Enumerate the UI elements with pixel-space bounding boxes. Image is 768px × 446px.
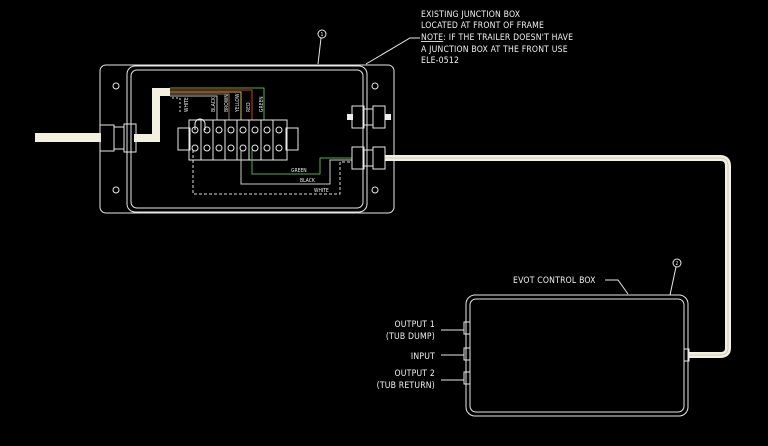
port-output-2-sublabel: (TUB RETURN) xyxy=(377,381,435,391)
terminal-screw xyxy=(203,144,211,152)
control-box-label: EVOT CONTROL BOX xyxy=(513,276,596,286)
terminal-screw xyxy=(227,126,235,134)
wire-label-yellow: YELLOW xyxy=(235,93,241,112)
internal-wire-black: BLACK xyxy=(300,178,316,184)
terminal-screw xyxy=(275,144,283,152)
wire-label-brown: BROWN xyxy=(224,94,230,112)
note-leader-line xyxy=(365,37,420,65)
terminal-screw xyxy=(239,126,247,134)
wire-label-red: RED xyxy=(246,102,252,112)
note-label: NOTE: IF THE TRAILER DOESN'T HAVE xyxy=(421,33,573,43)
right-glands xyxy=(347,105,391,170)
trailer-cable xyxy=(35,88,170,153)
internal-wires: GREEN BLACK WHITE xyxy=(192,150,352,195)
note-line-4: A JUNCTION BOX AT THE FRONT USE xyxy=(421,45,568,55)
terminal-screw xyxy=(251,126,259,134)
internal-wire-green: GREEN xyxy=(291,168,307,174)
terminal-screw xyxy=(275,126,283,134)
note-line-2: LOCATED AT FRONT OF FRAME xyxy=(421,21,544,31)
port-output-2-label: OUTPUT 2 xyxy=(395,369,435,379)
terminal-screw xyxy=(191,144,199,152)
svg-text:2: 2 xyxy=(676,261,679,267)
note-colon: : xyxy=(443,33,446,43)
terminal-screw xyxy=(263,144,271,152)
internal-wire-white: WHITE xyxy=(314,188,329,194)
terminal-screw xyxy=(239,144,247,152)
mounting-hole xyxy=(112,82,120,90)
balloon-2 xyxy=(672,258,682,268)
port-input-label: INPUT xyxy=(411,352,435,362)
jumper xyxy=(194,118,206,130)
note-line-1: EXISTING JUNCTION BOX xyxy=(421,10,521,20)
cable-gland xyxy=(99,124,115,152)
wire-label-black: BLACK xyxy=(211,96,217,112)
mounting-hole xyxy=(371,186,379,194)
terminal-screw xyxy=(227,144,235,152)
junction-box xyxy=(99,64,395,214)
junction-box-note: EXISTING JUNCTION BOX LOCATED AT FRONT O… xyxy=(365,10,573,66)
svg-text:1: 1 xyxy=(321,32,324,38)
junction-box-body xyxy=(126,65,368,213)
balloon-1: 1 xyxy=(317,29,327,65)
wire-label-green: GREEN xyxy=(259,96,265,112)
port-output-1-sublabel: (TUB DUMP) xyxy=(386,332,435,342)
mounting-hole xyxy=(112,186,120,194)
note-line-5: ELE-0512 xyxy=(421,56,459,66)
terminal-screw xyxy=(215,144,223,152)
terminal-screw xyxy=(251,144,259,152)
port-output-1-label: OUTPUT 1 xyxy=(395,320,435,330)
note-line-3: IF THE TRAILER DOESN'T HAVE xyxy=(449,33,573,43)
terminal-block xyxy=(177,118,299,161)
evot-control-box: EVOT CONTROL BOX 2 OUTPUT 1 (TUB DUMP) I… xyxy=(377,258,690,417)
junction-box-inner xyxy=(130,69,364,209)
wire-label-white: WHITE xyxy=(184,97,190,112)
harness-wires: WHITE BLACK BROWN YELLOW RED GREEN xyxy=(170,87,265,120)
note-keyword: NOTE xyxy=(421,33,443,43)
terminal-screw xyxy=(263,126,271,134)
control-cable xyxy=(385,155,731,358)
terminal-screw xyxy=(215,126,223,134)
mounting-hole xyxy=(371,82,379,90)
terminal-screw xyxy=(203,126,211,134)
